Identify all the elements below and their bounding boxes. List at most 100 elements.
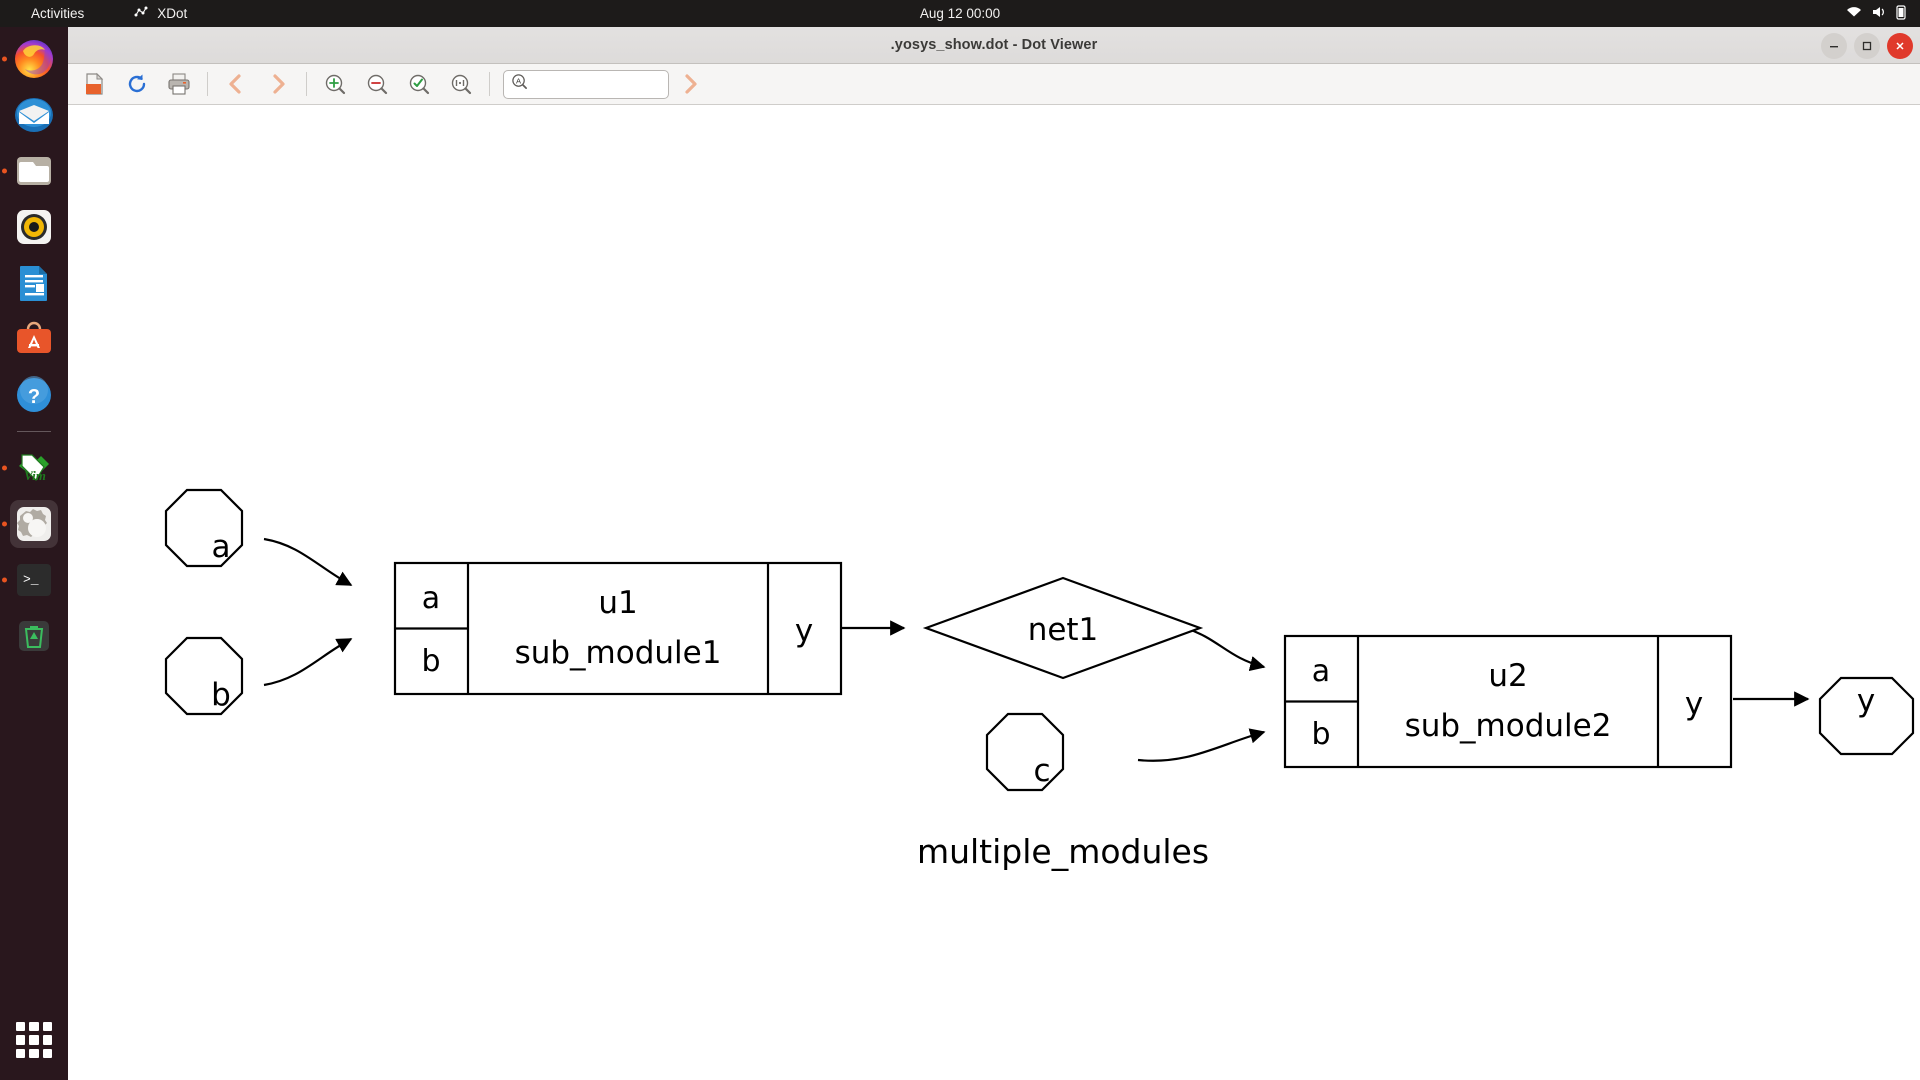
running-indicator (2, 56, 7, 62)
u2-name-label: u2 (1488, 658, 1527, 694)
xdot-gears-icon (17, 507, 51, 541)
u1-port-y-label: y (795, 613, 813, 649)
node-input-c[interactable]: c (985, 712, 1065, 792)
dock-separator (17, 431, 51, 432)
zoom-100-button[interactable] (440, 67, 482, 101)
back-button[interactable] (215, 67, 257, 101)
system-tray[interactable] (1846, 0, 1906, 27)
svg-text:Vim: Vim (24, 468, 46, 483)
zoom-in-icon (325, 74, 346, 95)
graph-title: multiple_modules (917, 832, 1209, 871)
find-next-button[interactable] (669, 67, 711, 101)
u1-outline (393, 561, 843, 696)
close-button[interactable] (1887, 32, 1913, 59)
zoom-in-button[interactable] (314, 67, 356, 101)
graph-canvas[interactable]: a b a b u1 sub_module1 y (68, 105, 1920, 1080)
running-indicator (2, 168, 7, 174)
minimize-icon (1830, 45, 1838, 47)
trash-icon (19, 621, 49, 651)
vim-icon: Vim (19, 454, 49, 483)
u1-name-label: u1 (598, 585, 637, 621)
toolbar-separator (207, 72, 208, 96)
u2-port-a-label: a (1312, 654, 1330, 689)
window-titlebar[interactable]: .yosys_show.dot - Dot Viewer (68, 27, 1920, 64)
zoom-out-icon (367, 74, 388, 95)
node-output-y[interactable]: y (1818, 676, 1915, 756)
show-applications-button[interactable] (16, 1022, 52, 1058)
toolbar-separator (489, 72, 490, 96)
dock-item-rhythmbox[interactable] (10, 203, 58, 251)
u2-port-y-label: y (1685, 686, 1703, 722)
dock-item-libreoffice-writer[interactable] (10, 259, 58, 307)
dock-item-vim[interactable]: Vim (2, 444, 58, 492)
zoom-out-button[interactable] (356, 67, 398, 101)
power-icon (1896, 4, 1906, 23)
xdot-icon (133, 4, 149, 23)
u2-port-b-label: b (1311, 717, 1330, 752)
node-u1[interactable]: a b u1 sub_module1 y (393, 561, 843, 696)
maximize-button[interactable] (1854, 32, 1880, 59)
dock-item-help[interactable]: ? (10, 371, 58, 419)
edge-net1-to-u2a (1184, 626, 1266, 672)
dock-item-trash[interactable] (10, 612, 58, 660)
grid-dot (42, 1035, 52, 1045)
activities-button[interactable]: Activities (31, 6, 85, 21)
dock-item-thunderbird[interactable] (10, 91, 58, 139)
svg-text:A: A (516, 76, 522, 85)
minimize-button[interactable] (1821, 32, 1847, 59)
octagon-shape (164, 488, 244, 568)
chevron-right-icon (273, 74, 285, 94)
print-button[interactable] (158, 67, 200, 101)
ubuntu-dock: ? Vim >_ (0, 27, 68, 1080)
forward-button[interactable] (257, 67, 299, 101)
dot-viewer-window: .yosys_show.dot - Dot Viewer (68, 27, 1920, 1080)
dock-item-files[interactable] (2, 147, 58, 195)
zoom-fit-button[interactable] (398, 67, 440, 101)
grid-dot (29, 1035, 39, 1045)
svg-text:?: ? (28, 386, 40, 408)
diamond-shape (922, 576, 1204, 680)
u1-type-label: sub_module1 (515, 635, 722, 671)
node-u2[interactable]: a b u2 sub_module2 y (1283, 634, 1733, 769)
node-label: net1 (1028, 612, 1099, 648)
dock-item-xdot[interactable] (2, 500, 58, 548)
grid-dot (29, 1048, 39, 1058)
open-file-icon (86, 72, 104, 95)
octagon-shape (1818, 676, 1915, 756)
toolbar-separator (306, 72, 307, 96)
octagon-shape (985, 712, 1065, 792)
dock-item-terminal[interactable]: >_ (2, 556, 58, 604)
open-button[interactable] (74, 67, 116, 101)
app-menu-xdot[interactable]: XDot (133, 4, 187, 23)
network-icon (1846, 6, 1862, 21)
toolbar: A (68, 64, 1920, 105)
chevron-left-icon (229, 74, 241, 94)
grid-dot (16, 1035, 26, 1045)
grid-dot (16, 1048, 26, 1058)
node-input-b[interactable]: b (164, 636, 244, 716)
dock-item-app-center[interactable] (10, 315, 58, 363)
u1-port-b-label: b (421, 644, 440, 679)
reload-icon (128, 74, 146, 93)
dot-graph[interactable]: a b a b u1 sub_module1 y (68, 105, 1920, 1080)
zoom-original-icon (451, 74, 472, 95)
octagon-shape (164, 636, 244, 716)
grid-dot (16, 1022, 26, 1032)
u2-type-label: sub_module2 (1405, 708, 1612, 744)
gnome-top-bar: Activities XDot Aug 12 00:00 (0, 0, 1920, 27)
search-input[interactable] (534, 76, 654, 92)
edge-a-to-u1a (263, 537, 353, 586)
grid-dot (29, 1022, 39, 1032)
clock[interactable]: Aug 12 00:00 (919, 6, 1001, 21)
zoom-fit-icon (409, 74, 430, 95)
dock-item-firefox[interactable] (2, 35, 58, 83)
reload-button[interactable] (116, 67, 158, 101)
u1-port-a-label: a (422, 581, 440, 616)
search-box[interactable]: A (503, 69, 669, 99)
node-input-a[interactable]: a (164, 488, 244, 568)
running-indicator (2, 577, 7, 583)
node-net1[interactable]: net1 (922, 576, 1204, 680)
app-menu-label: XDot (157, 6, 188, 21)
terminal-icon: >_ (17, 564, 51, 596)
running-indicator (2, 465, 7, 471)
